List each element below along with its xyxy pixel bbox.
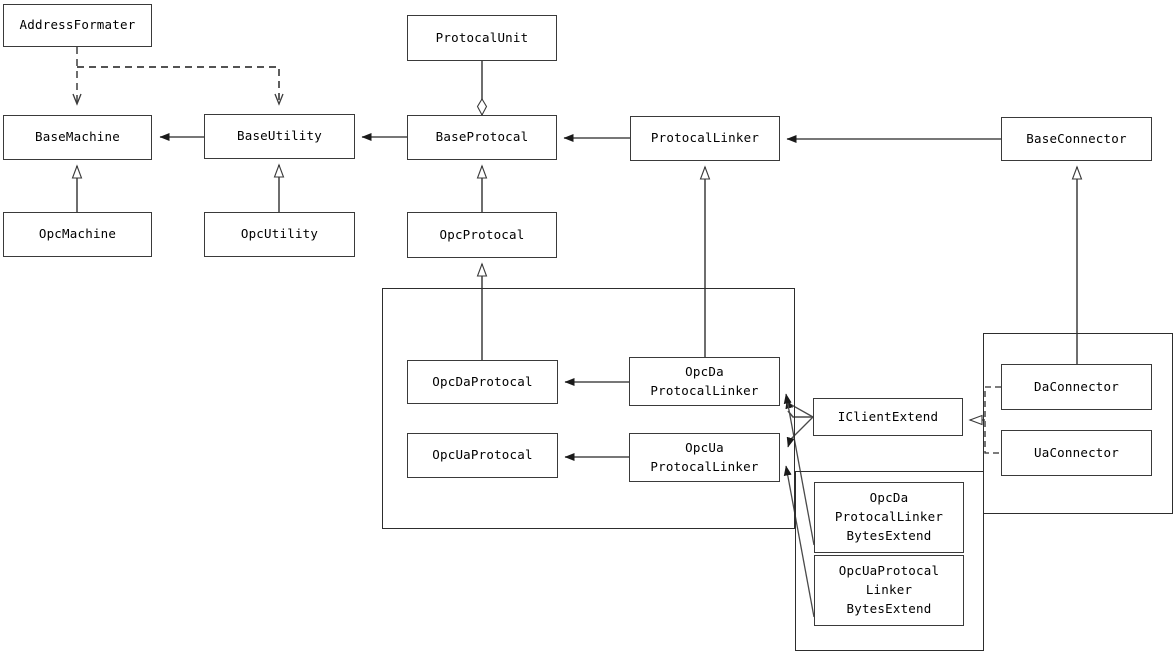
class-box-protocal-linker[interactable]: ProtocalLinker [630,116,780,161]
class-box-base-connector[interactable]: BaseConnector [1001,117,1152,161]
class-box-opc-da-protocal-linker-bytes-extend[interactable]: OpcDa ProtocalLinker BytesExtend [814,482,964,553]
class-box-protocal-unit[interactable]: ProtocalUnit [407,15,557,61]
class-box-iclient-extend[interactable]: IClientExtend [813,398,963,436]
class-box-base-utility[interactable]: BaseUtility [204,114,355,159]
class-box-ua-connector[interactable]: UaConnector [1001,430,1152,476]
package-connector-group [983,333,1173,514]
class-box-opc-machine[interactable]: OpcMachine [3,212,152,257]
class-box-da-connector[interactable]: DaConnector [1001,364,1152,410]
class-box-opc-ua-protocal[interactable]: OpcUaProtocal [407,433,558,478]
class-box-opc-ua-protocal-linker[interactable]: OpcUa ProtocalLinker [629,433,780,482]
class-box-opc-utility[interactable]: OpcUtility [204,212,355,257]
class-box-opc-protocal[interactable]: OpcProtocal [407,212,557,258]
class-box-base-protocal[interactable]: BaseProtocal [407,115,557,160]
package-protocal-group [382,288,795,529]
class-box-opc-ua-protocal-linker-bytes-extend[interactable]: OpcUaProtocal Linker BytesExtend [814,555,964,626]
class-box-opc-da-protocal[interactable]: OpcDaProtocal [407,360,558,404]
edge-addressformater-baseutility [77,66,284,106]
class-box-base-machine[interactable]: BaseMachine [3,115,152,160]
class-box-address-formater[interactable]: AddressFormater [3,4,152,47]
class-box-opc-da-protocal-linker[interactable]: OpcDa ProtocalLinker [629,357,780,406]
